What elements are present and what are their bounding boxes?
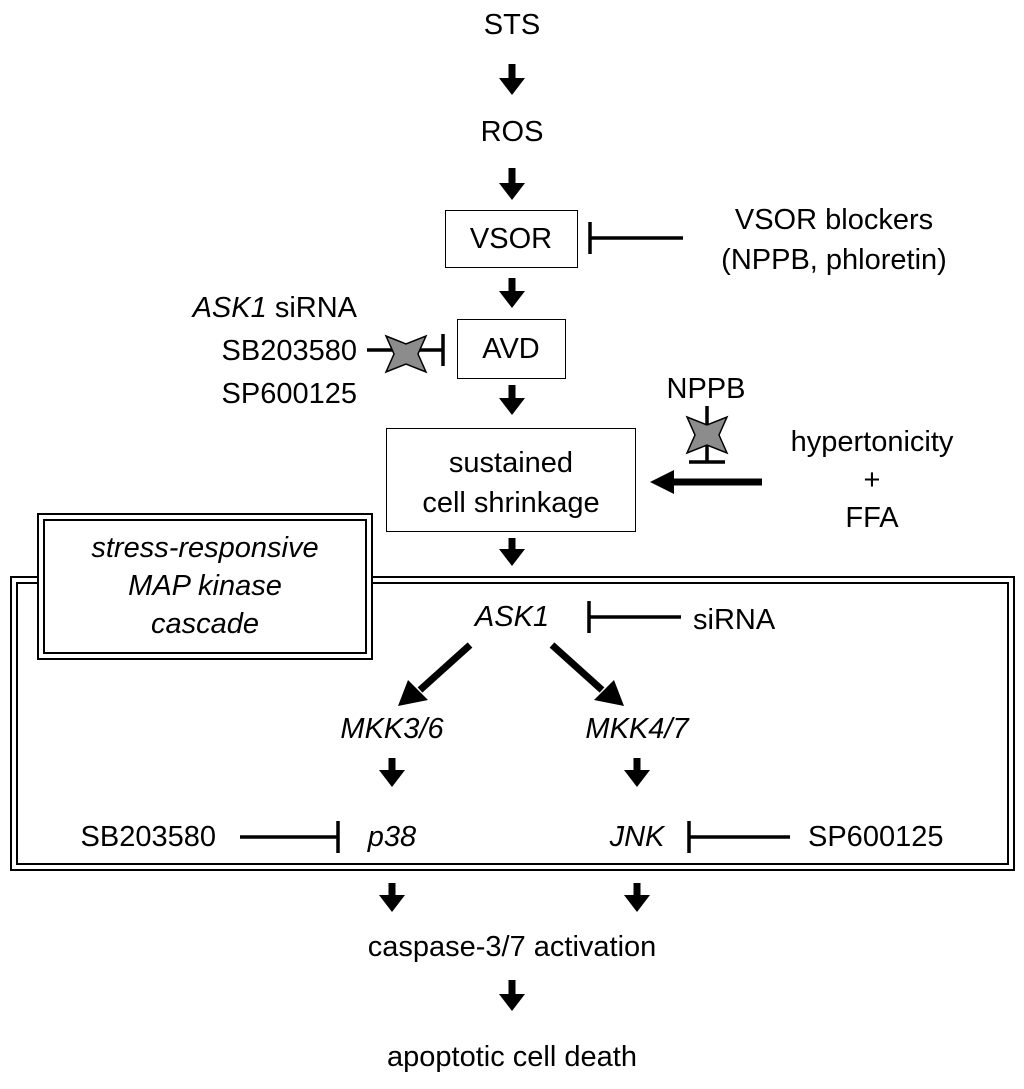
down-arrow-icon (624, 758, 650, 787)
node-vsor: VSOR (469, 223, 553, 255)
stimulus-line3: FFA (845, 502, 899, 534)
down-arrow-icon (499, 278, 525, 308)
ask1-sirna-suffix: siRNA (266, 292, 357, 324)
cascade-label-line1: stress-responsive (91, 532, 319, 564)
vsor-blockers-label: VSOR blockers (NPPB, phloretin) (721, 200, 947, 280)
cascade-label: stress-responsive MAP kinase cascade (91, 529, 318, 643)
down-arrow-icon (379, 883, 405, 912)
node-sts: STS (483, 9, 541, 41)
down-arrow-icon (499, 980, 525, 1011)
sp600125-left-label: SP600125 (221, 378, 357, 410)
ask1-sirna-gene: ASK1 (192, 292, 267, 324)
stimulus-line1: hypertonicity (790, 426, 954, 458)
node-avd: AVD (482, 333, 540, 365)
sirna-label: siRNA (693, 604, 776, 636)
inhibition-bar-icon (240, 821, 340, 853)
node-sustained-shrinkage: sustained cell shrinkage (422, 443, 599, 523)
stimulus-arrow (650, 470, 762, 494)
sb203580-bottom-label: SB203580 (80, 821, 216, 853)
vsor-blockers-line2: (NPPB, phloretin) (721, 244, 947, 276)
inhibition-bar-icon (587, 601, 681, 633)
ask1-sirna-label: ASK1 siRNA (193, 291, 357, 325)
nppb-label: NPPB (666, 373, 746, 405)
down-arrow-icon (624, 883, 650, 912)
node-apoptotic-death: apoptotic cell death (387, 1041, 637, 1073)
node-ask1: ASK1 (474, 601, 550, 633)
map-kinase-cascade-frame-outer (10, 576, 1015, 871)
stimulus-label: hypertonicity + FFA (791, 423, 954, 537)
cascade-label-line2: MAP kinase (128, 570, 282, 602)
node-mkk47: MKK4/7 (585, 713, 689, 745)
cross-mark-icon (685, 415, 729, 455)
ask1-to-mkk36-arrow (398, 642, 473, 706)
cascade-label-box-inner (43, 519, 367, 654)
map-kinase-cascade-frame-inner (16, 582, 1009, 865)
sb203580-left-label: SB203580 (221, 335, 357, 367)
node-ros: ROS (480, 116, 544, 148)
down-arrow-icon (379, 758, 405, 787)
down-arrow-icon (499, 64, 525, 95)
cross-mark-icon (384, 334, 428, 374)
shrinkage-line2: cell shrinkage (422, 487, 600, 519)
ask1-to-mkk47-arrow (549, 642, 624, 706)
vsor-blockers-line1: VSOR blockers (734, 204, 934, 236)
stimulus-line2: + (863, 464, 881, 496)
shrinkage-line1: sustained (448, 447, 574, 479)
node-jnk: JNK (609, 821, 665, 853)
down-arrow-icon (499, 385, 525, 415)
vsor-box (445, 210, 578, 268)
cascade-label-line3: cascade (150, 608, 259, 640)
avd-box (457, 319, 566, 379)
shrinkage-box (386, 428, 636, 532)
down-arrow-icon (499, 538, 525, 566)
node-p38: p38 (367, 821, 417, 853)
sp600125-bottom-label: SP600125 (808, 821, 944, 853)
down-arrow-icon (499, 168, 525, 200)
node-mkk36: MKK3/6 (340, 713, 444, 745)
inhibition-bar-icon (687, 821, 790, 853)
node-caspase: caspase-3/7 activation (367, 931, 657, 963)
inhibition-bar-icon (588, 222, 683, 254)
